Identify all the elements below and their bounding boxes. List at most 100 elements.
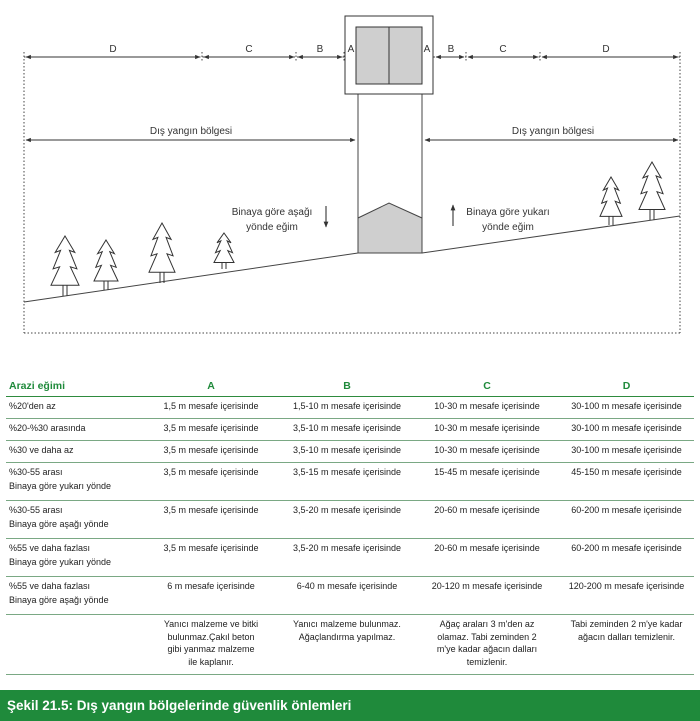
cell-line: Tabi zeminden 2 m'ye kadar <box>570 619 683 629</box>
cell-line: gibi yanmaz malzeme <box>167 644 255 654</box>
slope-up-text-1: Binaya göre yukarı <box>466 207 549 218</box>
cell-line: 3,5-15 m mesafe içerisinde <box>292 467 402 477</box>
top-label-D-left: D <box>109 44 116 55</box>
slope-up-text-2: yönde eğim <box>482 222 534 233</box>
cell-line: Ağaçlandırma yapılmaz. <box>298 631 396 642</box>
table-cell-a: 3,5 m mesafe içerisinde <box>143 440 279 463</box>
cell-line: 60-200 m mesafe içerisinde <box>571 505 682 515</box>
cell-line: 20-60 m mesafe içerisinde <box>434 505 540 515</box>
cell-line: 20-60 m mesafe içerisinde <box>434 543 540 553</box>
cell-line: 3,5 m mesafe içerisinde <box>163 423 259 433</box>
cell-line: %20-%30 arasında <box>9 423 86 433</box>
top-label-B-right: B <box>448 44 455 55</box>
table-cell-d: 30-100 m mesafe içerisinde <box>559 440 694 463</box>
cell-line: %30-55 arası <box>9 467 63 477</box>
cell-line: 1,5-10 m mesafe içerisinde <box>292 401 402 411</box>
table-cell-b: 1,5-10 m mesafe içerisinde <box>279 396 415 419</box>
cell-line: Binaya göre yukarı yönde <box>9 480 112 491</box>
table-cell-slope: %20'den az <box>6 396 143 419</box>
cell-line: temizlenir. <box>466 656 508 667</box>
table-cell-slope: %20-%30 arasında <box>6 418 143 441</box>
top-label-A-right: A <box>424 44 431 55</box>
cell-line: %55 ve daha fazlası <box>9 581 91 591</box>
table-row: %20'den az 1,5 m mesafe içerisinde 1,5-10 … <box>6 396 694 419</box>
cell-line: Yanıcı malzeme ve bitki <box>163 619 259 629</box>
table-header-row: Arazi eğimi A B C D <box>6 376 694 397</box>
table-cell-a: 3,5 m mesafe içerisinde <box>143 462 279 501</box>
table-cell-c: 20-60 m mesafe içerisinde <box>415 538 559 577</box>
cell-line: 60-200 m mesafe içerisinde <box>571 543 682 553</box>
zone-label-right: Dış yangın bölgesi <box>512 126 594 137</box>
table-row: %30 ve daha az 3,5 m mesafe içerisinde 3,5… <box>6 440 694 463</box>
cell-line: 3,5-20 m mesafe içerisinde <box>292 505 402 515</box>
slope-down-text-2: yönde eğim <box>246 222 298 233</box>
table-cell-d: 60-200 m mesafe içerisinde <box>559 500 694 539</box>
cell-line: 45-150 m mesafe içerisinde <box>571 467 682 477</box>
header-slope: Arazi eğimi <box>6 376 143 397</box>
table-cell-c: 10-30 m mesafe içerisinde <box>415 418 559 441</box>
cell-line: 1,5 m mesafe içerisinde <box>163 401 259 411</box>
slope-down-text-1: Binaya göre aşağı <box>232 207 313 218</box>
header-B: B <box>279 376 415 397</box>
cell-line: 10-30 m mesafe içerisinde <box>434 445 540 455</box>
table-cell-c: 20-60 m mesafe içerisinde <box>415 500 559 539</box>
cell-line: 3,5-20 m mesafe içerisinde <box>292 543 402 553</box>
table-cell-d: 45-150 m mesafe içerisinde <box>559 462 694 501</box>
cell-line: 3,5-10 m mesafe içerisinde <box>292 445 402 455</box>
cell-line: 30-100 m mesafe içerisinde <box>571 401 682 411</box>
table-cell-d: 30-100 m mesafe içerisinde <box>559 396 694 419</box>
table-cell-b: 3,5-10 m mesafe içerisinde <box>279 440 415 463</box>
cell-line: 6-40 m mesafe içerisinde <box>296 581 398 591</box>
table-cell-a: 3,5 m mesafe içerisinde <box>143 538 279 577</box>
cell-line: 3,5 m mesafe içerisinde <box>163 505 259 515</box>
cell-line: %30-55 arası <box>9 505 63 515</box>
table-cell-a: Yanıcı malzeme ve bitki bulunmaz.Çakıl be… <box>143 614 279 675</box>
table-row: Yanıcı malzeme ve bitki bulunmaz.Çakıl be… <box>6 614 694 675</box>
table-cell-b: Yanıcı malzeme bulunmaz. Ağaçlandırma yap… <box>279 614 415 675</box>
cell-line: %20'den az <box>9 401 56 411</box>
cell-line: 20-120 m mesafe içerisinde <box>431 581 543 591</box>
cell-line: Binaya göre yukarı yönde <box>9 556 112 567</box>
cell-line: Ağaç araları 3 m'den az <box>439 619 535 629</box>
cell-line: 6 m mesafe içerisinde <box>167 581 255 591</box>
figure-caption: Şekil 21.5: Dış yangın bölgelerinde güve… <box>0 690 700 721</box>
cell-line: 30-100 m mesafe içerisinde <box>571 423 682 433</box>
table-cell-a: 3,5 m mesafe içerisinde <box>143 418 279 441</box>
table-cell-c: 10-30 m mesafe içerisinde <box>415 396 559 419</box>
cell-line: Yanıcı malzeme bulunmaz. <box>293 619 401 629</box>
table-cell-c: 15-45 m mesafe içerisinde <box>415 462 559 501</box>
tree-icon <box>93 239 119 290</box>
header-C: C <box>415 376 559 397</box>
cell-line: %30 ve daha az <box>9 445 74 455</box>
slope-distance-table: Arazi eğimi A B C D %20'den az 1,5 m mesa… <box>6 376 694 675</box>
cell-line: 10-30 m mesafe içerisinde <box>434 423 540 433</box>
top-label-C-left: C <box>245 44 252 55</box>
cell-line: Binaya göre aşağı yönde <box>9 518 109 529</box>
table-row: %20-%30 arasında 3,5 m mesafe içerisinde 3… <box>6 418 694 441</box>
table-cell-c: 10-30 m mesafe içerisinde <box>415 440 559 463</box>
table-cell-d: 120-200 m mesafe içerisinde <box>559 576 694 615</box>
header-A: A <box>143 376 279 397</box>
cell-line: 3,5 m mesafe içerisinde <box>163 445 259 455</box>
table-cell-b: 3,5-15 m mesafe içerisinde <box>279 462 415 501</box>
table-cell-b: 3,5-20 m mesafe içerisinde <box>279 500 415 539</box>
table-cell-a: 6 m mesafe içerisinde <box>143 576 279 615</box>
cell-line: ile kaplanır. <box>188 656 234 667</box>
fire-zone-diagram: D C B A A B C D Dış yangın bölgesi Dış y… <box>23 15 681 334</box>
table-cell-a: 1,5 m mesafe içerisinde <box>143 396 279 419</box>
cell-line: 30-100 m mesafe içerisinde <box>571 445 682 455</box>
table-cell-c: 20-120 m mesafe içerisinde <box>415 576 559 615</box>
table-cell-b: 3,5-20 m mesafe içerisinde <box>279 538 415 577</box>
table-cell-slope: %30 ve daha az <box>6 440 143 463</box>
top-label-A-left: A <box>348 44 355 55</box>
table-cell-a: 3,5 m mesafe içerisinde <box>143 500 279 539</box>
tree-icon <box>148 221 176 283</box>
cell-line: bulunmaz.Çakıl beton <box>167 631 255 642</box>
table-cell-b: 3,5-10 m mesafe içerisinde <box>279 418 415 441</box>
